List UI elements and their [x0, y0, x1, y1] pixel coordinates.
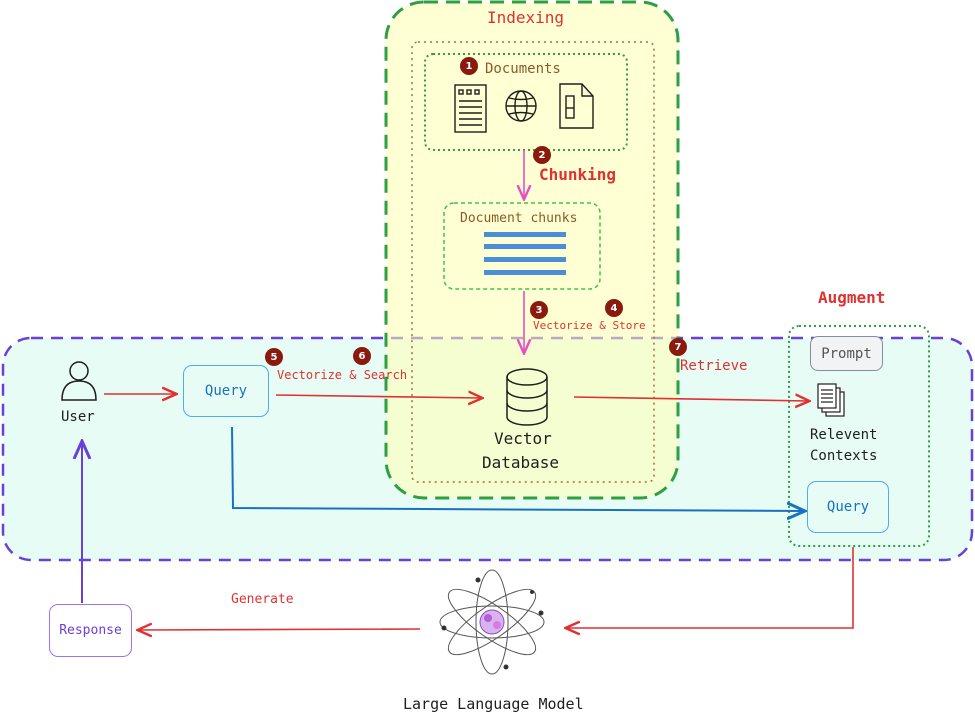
- response-node[interactable]: Response: [49, 604, 132, 657]
- vectorize-search-label: Vectorize & Search: [277, 368, 408, 382]
- globe-icon: [505, 90, 537, 122]
- step-badge-4: 4: [605, 299, 623, 317]
- indexing-title: Indexing: [487, 8, 565, 27]
- step-badge-6: 6: [353, 347, 371, 365]
- arrow-llm-to-response: [139, 629, 421, 630]
- vector-database-label-2: Database: [482, 453, 560, 472]
- generate-label: Generate: [231, 592, 294, 607]
- augment-section: [788, 325, 930, 547]
- vectorize-store-label: Vectorize & Store: [533, 319, 646, 332]
- prompt-label: Prompt: [821, 345, 872, 362]
- llm-label: Large Language Model: [403, 695, 584, 713]
- contexts-icon: [817, 383, 845, 417]
- llm-atom-icon: [439, 569, 545, 675]
- chunking-label: Chunking: [539, 165, 617, 184]
- documents-label: Documents: [485, 61, 561, 77]
- arrow-query-to-augment: [231, 426, 803, 511]
- arrow-db-to-contexts: [573, 397, 808, 401]
- query-node[interactable]: Query: [183, 365, 269, 417]
- step-badge-3: 3: [530, 301, 548, 319]
- prompt-node[interactable]: Prompt: [810, 336, 883, 371]
- file-icon: [559, 83, 594, 129]
- step-badge-1: 1: [460, 57, 478, 75]
- user-icon: [61, 361, 97, 401]
- relevant-contexts-label-1: Relevent: [810, 427, 878, 443]
- query-label: Query: [204, 383, 248, 399]
- relevant-contexts-label-2: Contexts: [810, 448, 878, 464]
- augment-title: Augment: [818, 288, 886, 307]
- augment-query-node[interactable]: Query: [807, 481, 889, 533]
- response-label: Response: [59, 623, 122, 638]
- indexing-inner-box: [411, 41, 655, 483]
- step-badge-2: 2: [533, 146, 551, 164]
- document-chunks-label: Document chunks: [460, 211, 578, 226]
- arrow-augment-to-llm: [567, 547, 854, 628]
- user-label: User: [61, 409, 95, 425]
- vector-database-label-1: Vector: [494, 429, 552, 448]
- retrieve-label: Retrieve: [680, 358, 748, 374]
- document-chunks-box: [443, 202, 601, 290]
- database-icon: [506, 368, 548, 426]
- indexing-section: [384, 0, 680, 500]
- document-list-icon: [454, 84, 487, 133]
- augment-query-label: Query: [826, 499, 870, 515]
- chunk-bars: [484, 232, 566, 275]
- step-badge-7: 7: [669, 338, 687, 356]
- arrow-query-to-db: [275, 395, 481, 398]
- step-badge-5: 5: [265, 348, 283, 366]
